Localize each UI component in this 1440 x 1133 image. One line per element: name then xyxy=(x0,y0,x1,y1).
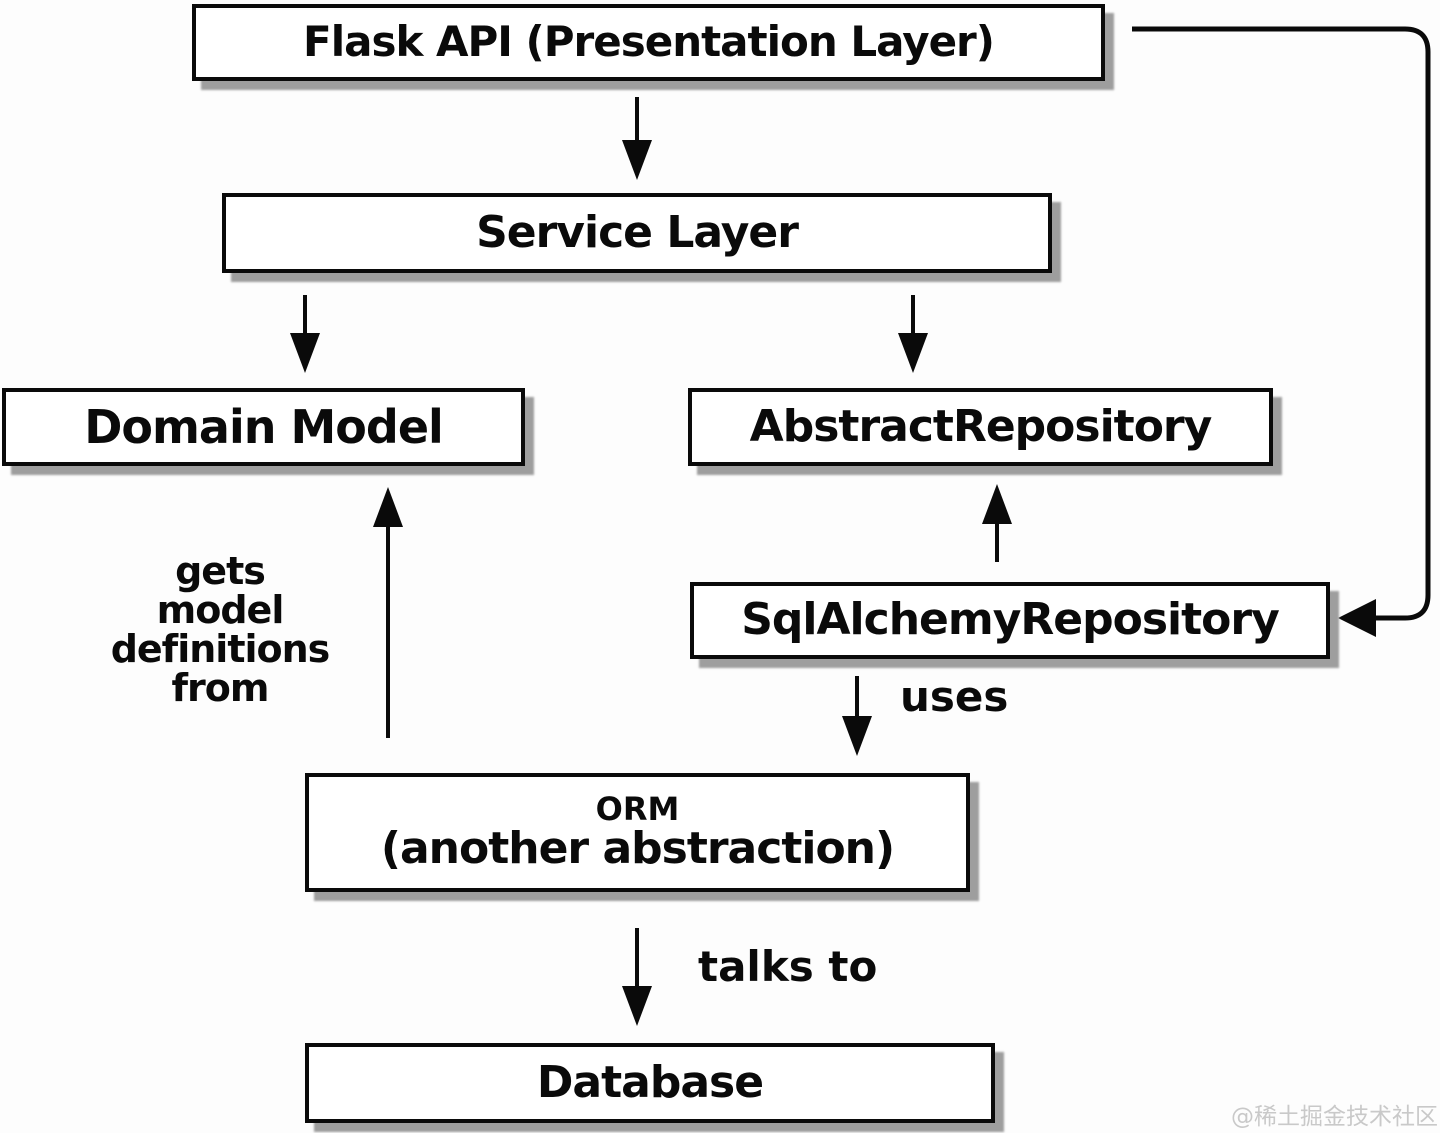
arrow-orm-to-domain xyxy=(373,487,403,738)
arrow-sqlalchemy-to-orm xyxy=(842,676,872,756)
node-service-layer-label: Service Layer xyxy=(476,206,799,258)
node-orm-label-line1: ORM xyxy=(595,789,680,828)
edge-label-uses: uses xyxy=(900,672,1009,721)
edge-label-gets-model-definitions: gets model definitions from xyxy=(110,549,331,711)
node-flask-api-label: Flask API (Presentation Layer) xyxy=(303,17,995,67)
node-abstract-repository-label: AbstractRepository xyxy=(749,400,1213,452)
node-sqlalchemy-repository-label: SqlAlchemyRepository xyxy=(741,594,1280,646)
watermark: @稀土掘金技术社区 xyxy=(1231,1104,1438,1130)
arrow-service-to-domain xyxy=(290,295,320,373)
node-domain-model: Domain Model xyxy=(2,388,525,466)
node-sqlalchemy-repository: SqlAlchemyRepository xyxy=(690,582,1330,659)
edge-label-talks-to: talks to xyxy=(698,942,878,991)
arrow-service-to-abstract xyxy=(898,295,928,373)
arrow-sqlalchemy-to-abstract xyxy=(982,484,1012,562)
node-domain-model-label: Domain Model xyxy=(84,399,444,454)
arrow-flask-to-sqlalchemy xyxy=(1132,26,1431,637)
node-database-label: Database xyxy=(536,1056,764,1108)
arrow-orm-to-database xyxy=(622,928,652,1026)
node-service-layer: Service Layer xyxy=(222,193,1052,273)
arrow-flask-to-service xyxy=(622,97,652,180)
node-orm-label-line2: (another abstraction) xyxy=(380,823,895,875)
node-abstract-repository: AbstractRepository xyxy=(688,388,1273,466)
node-database: Database xyxy=(305,1043,995,1123)
node-flask-api: Flask API (Presentation Layer) xyxy=(192,4,1105,81)
node-orm: ORM (another abstraction) xyxy=(305,773,970,892)
